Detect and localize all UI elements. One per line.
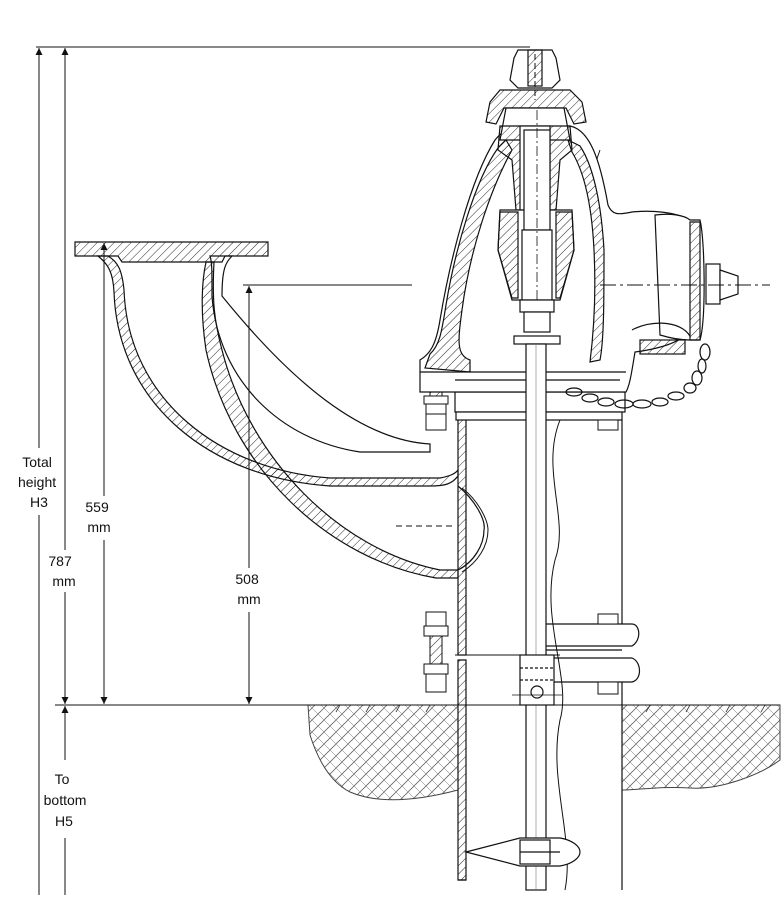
- dimension-labels: Total height H3 787 mm 559 mm 508 mm To …: [18, 454, 262, 829]
- cap-chain: [565, 343, 711, 409]
- bolt-lower-right: [597, 681, 619, 695]
- label-559mm: 559 mm: [85, 499, 112, 535]
- label-508mm: 508 mm: [235, 571, 262, 607]
- hydrant-body: [419, 125, 770, 409]
- label-to-bottom: To bottom H5: [44, 771, 91, 829]
- inlet-flange: [74, 241, 269, 263]
- outlet-cap-nut: [705, 263, 721, 305]
- elbow-bulge: [457, 485, 485, 571]
- label-total-height: Total height H3: [18, 454, 60, 510]
- breakaway-flange: [539, 623, 640, 647]
- ground-right: [621, 704, 781, 791]
- weather-cap: [485, 89, 587, 125]
- bolt-upper-right: [597, 419, 619, 431]
- bolt-lower-left: [423, 611, 449, 693]
- label-787mm: 787 mm: [48, 553, 75, 589]
- operating-stem: [455, 49, 587, 891]
- ground-section: [55, 704, 781, 801]
- ground-left: [307, 704, 459, 801]
- hydrant-column: [454, 149, 641, 891]
- bolt-mid-right: [597, 613, 619, 625]
- ground-ticks: [335, 704, 766, 713]
